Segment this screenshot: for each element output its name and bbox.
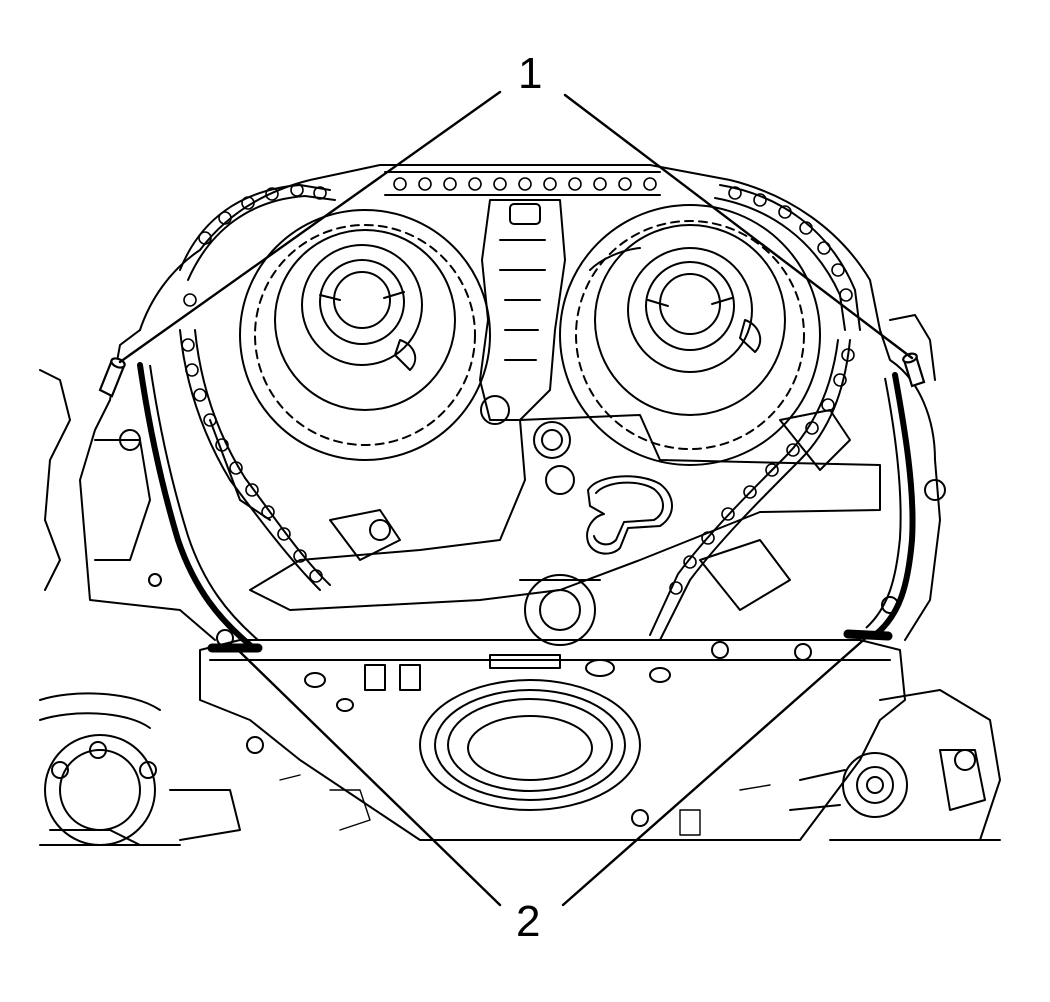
leader-1-left xyxy=(118,90,502,364)
timing-cover-bracket xyxy=(249,414,881,611)
cylinder-head-outline xyxy=(139,164,941,641)
cylinder-block-deck xyxy=(199,629,906,841)
chain-guide-center xyxy=(479,199,566,425)
sealant-bead-left xyxy=(137,362,253,648)
dowel-pin-left xyxy=(98,357,126,398)
dowel-pin-icon xyxy=(98,352,926,398)
timing-chain-right xyxy=(649,184,861,641)
camshaft-sprocket-right xyxy=(559,204,821,466)
chain-links-right xyxy=(669,186,855,595)
sealant-bead-right xyxy=(872,372,916,638)
leader-lines xyxy=(118,90,914,907)
callout-1-label: 1 xyxy=(518,49,543,98)
camshaft-sprocket-left xyxy=(239,209,491,461)
pulley-bottom-left xyxy=(39,692,241,846)
cylinder-bore xyxy=(419,679,641,811)
leader-1-right xyxy=(563,93,914,360)
crankshaft-area xyxy=(519,574,601,646)
callout-2-label: 2 xyxy=(516,897,541,946)
tensioner-bottom-right xyxy=(789,689,1001,841)
timing-chain-top xyxy=(384,171,661,196)
dowel-pin-right xyxy=(902,352,926,388)
chain-links-top xyxy=(393,177,657,191)
leader-2-left xyxy=(236,648,502,907)
left-side-components xyxy=(39,369,401,591)
leader-2-right xyxy=(561,634,870,907)
misc-details xyxy=(279,774,771,836)
left-cover-outline xyxy=(79,329,216,641)
